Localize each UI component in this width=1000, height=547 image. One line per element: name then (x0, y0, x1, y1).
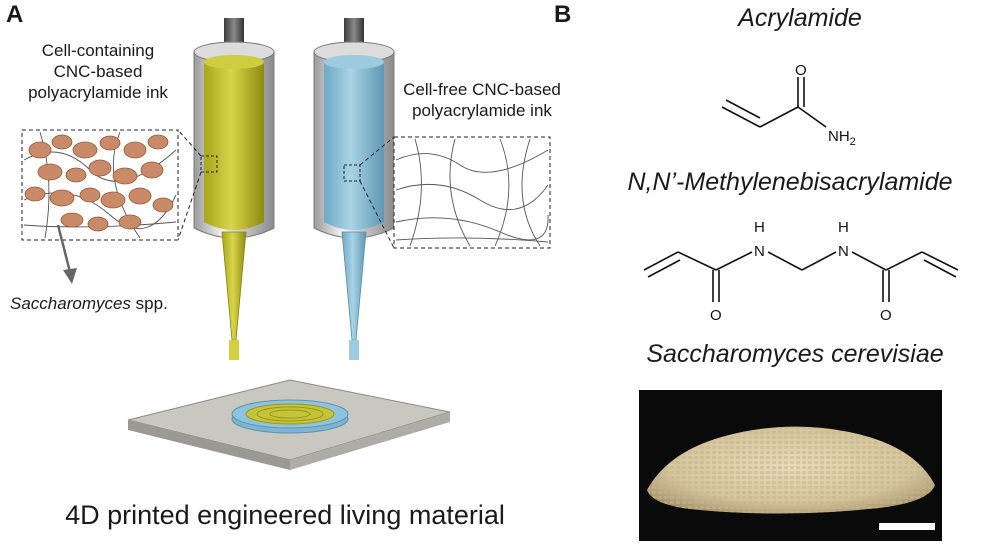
cellfree-ink-label-line1: Cell-free CNC-based (403, 80, 561, 99)
bottom-title: 4D printed engineered living material (65, 500, 505, 530)
mba-o2: O (880, 307, 892, 324)
scale-bar (879, 523, 935, 530)
polymer-network-inset (393, 136, 551, 249)
panel-a-illustration (21, 18, 551, 470)
cellfree-ink-syringe (313, 18, 395, 360)
yeast-label-genus: Saccharomyces (10, 294, 131, 313)
yeast-label: Saccharomyces spp. (10, 293, 168, 314)
printing-plate (127, 379, 451, 470)
mba-o1: O (710, 307, 722, 324)
cell-ink-syringe (193, 18, 275, 360)
panel-b-letter: B (554, 1, 572, 28)
acrylamide-title: Acrylamide (738, 4, 862, 32)
mba-n1: N (754, 243, 765, 260)
mba-title: N,N’-Methylenebisacrylamide (627, 168, 953, 196)
cell-ink-label-line3: polyacrylamide ink (28, 83, 168, 102)
yeast-label-suffix: spp. (130, 294, 168, 313)
zoom-connectors (177, 129, 395, 249)
cell-ink-label-line2: CNC-based (53, 62, 143, 81)
cell-ink-label: Cell-containing CNC-based polyacrylamide… (4, 40, 192, 103)
cellfree-ink-label-line2: polyacrylamide ink (412, 101, 552, 120)
mba-h1: H (754, 219, 765, 236)
yeast-photo (639, 390, 942, 541)
mba-structure: H N H N O O (643, 219, 959, 324)
panel-a-letter: A (6, 1, 24, 28)
acrylamide-nitrogen: NH2 (828, 128, 856, 148)
acrylamide-nh: NH (828, 128, 850, 145)
acrylamide-subscript: 2 (850, 136, 856, 148)
mba-n2: N (838, 243, 849, 260)
mba-h2: H (838, 219, 849, 236)
acrylamide-structure: O NH2 (721, 62, 856, 148)
cellfree-ink-label: Cell-free CNC-based polyacrylamide ink (396, 79, 568, 121)
cell-ink-label-line1: Cell-containing (41, 41, 155, 60)
yeast-arrow (56, 224, 77, 284)
yeast-inset (21, 129, 179, 241)
yeast-title: Saccharomyces cerevisiae (646, 340, 944, 368)
acrylamide-oxygen: O (795, 62, 807, 79)
